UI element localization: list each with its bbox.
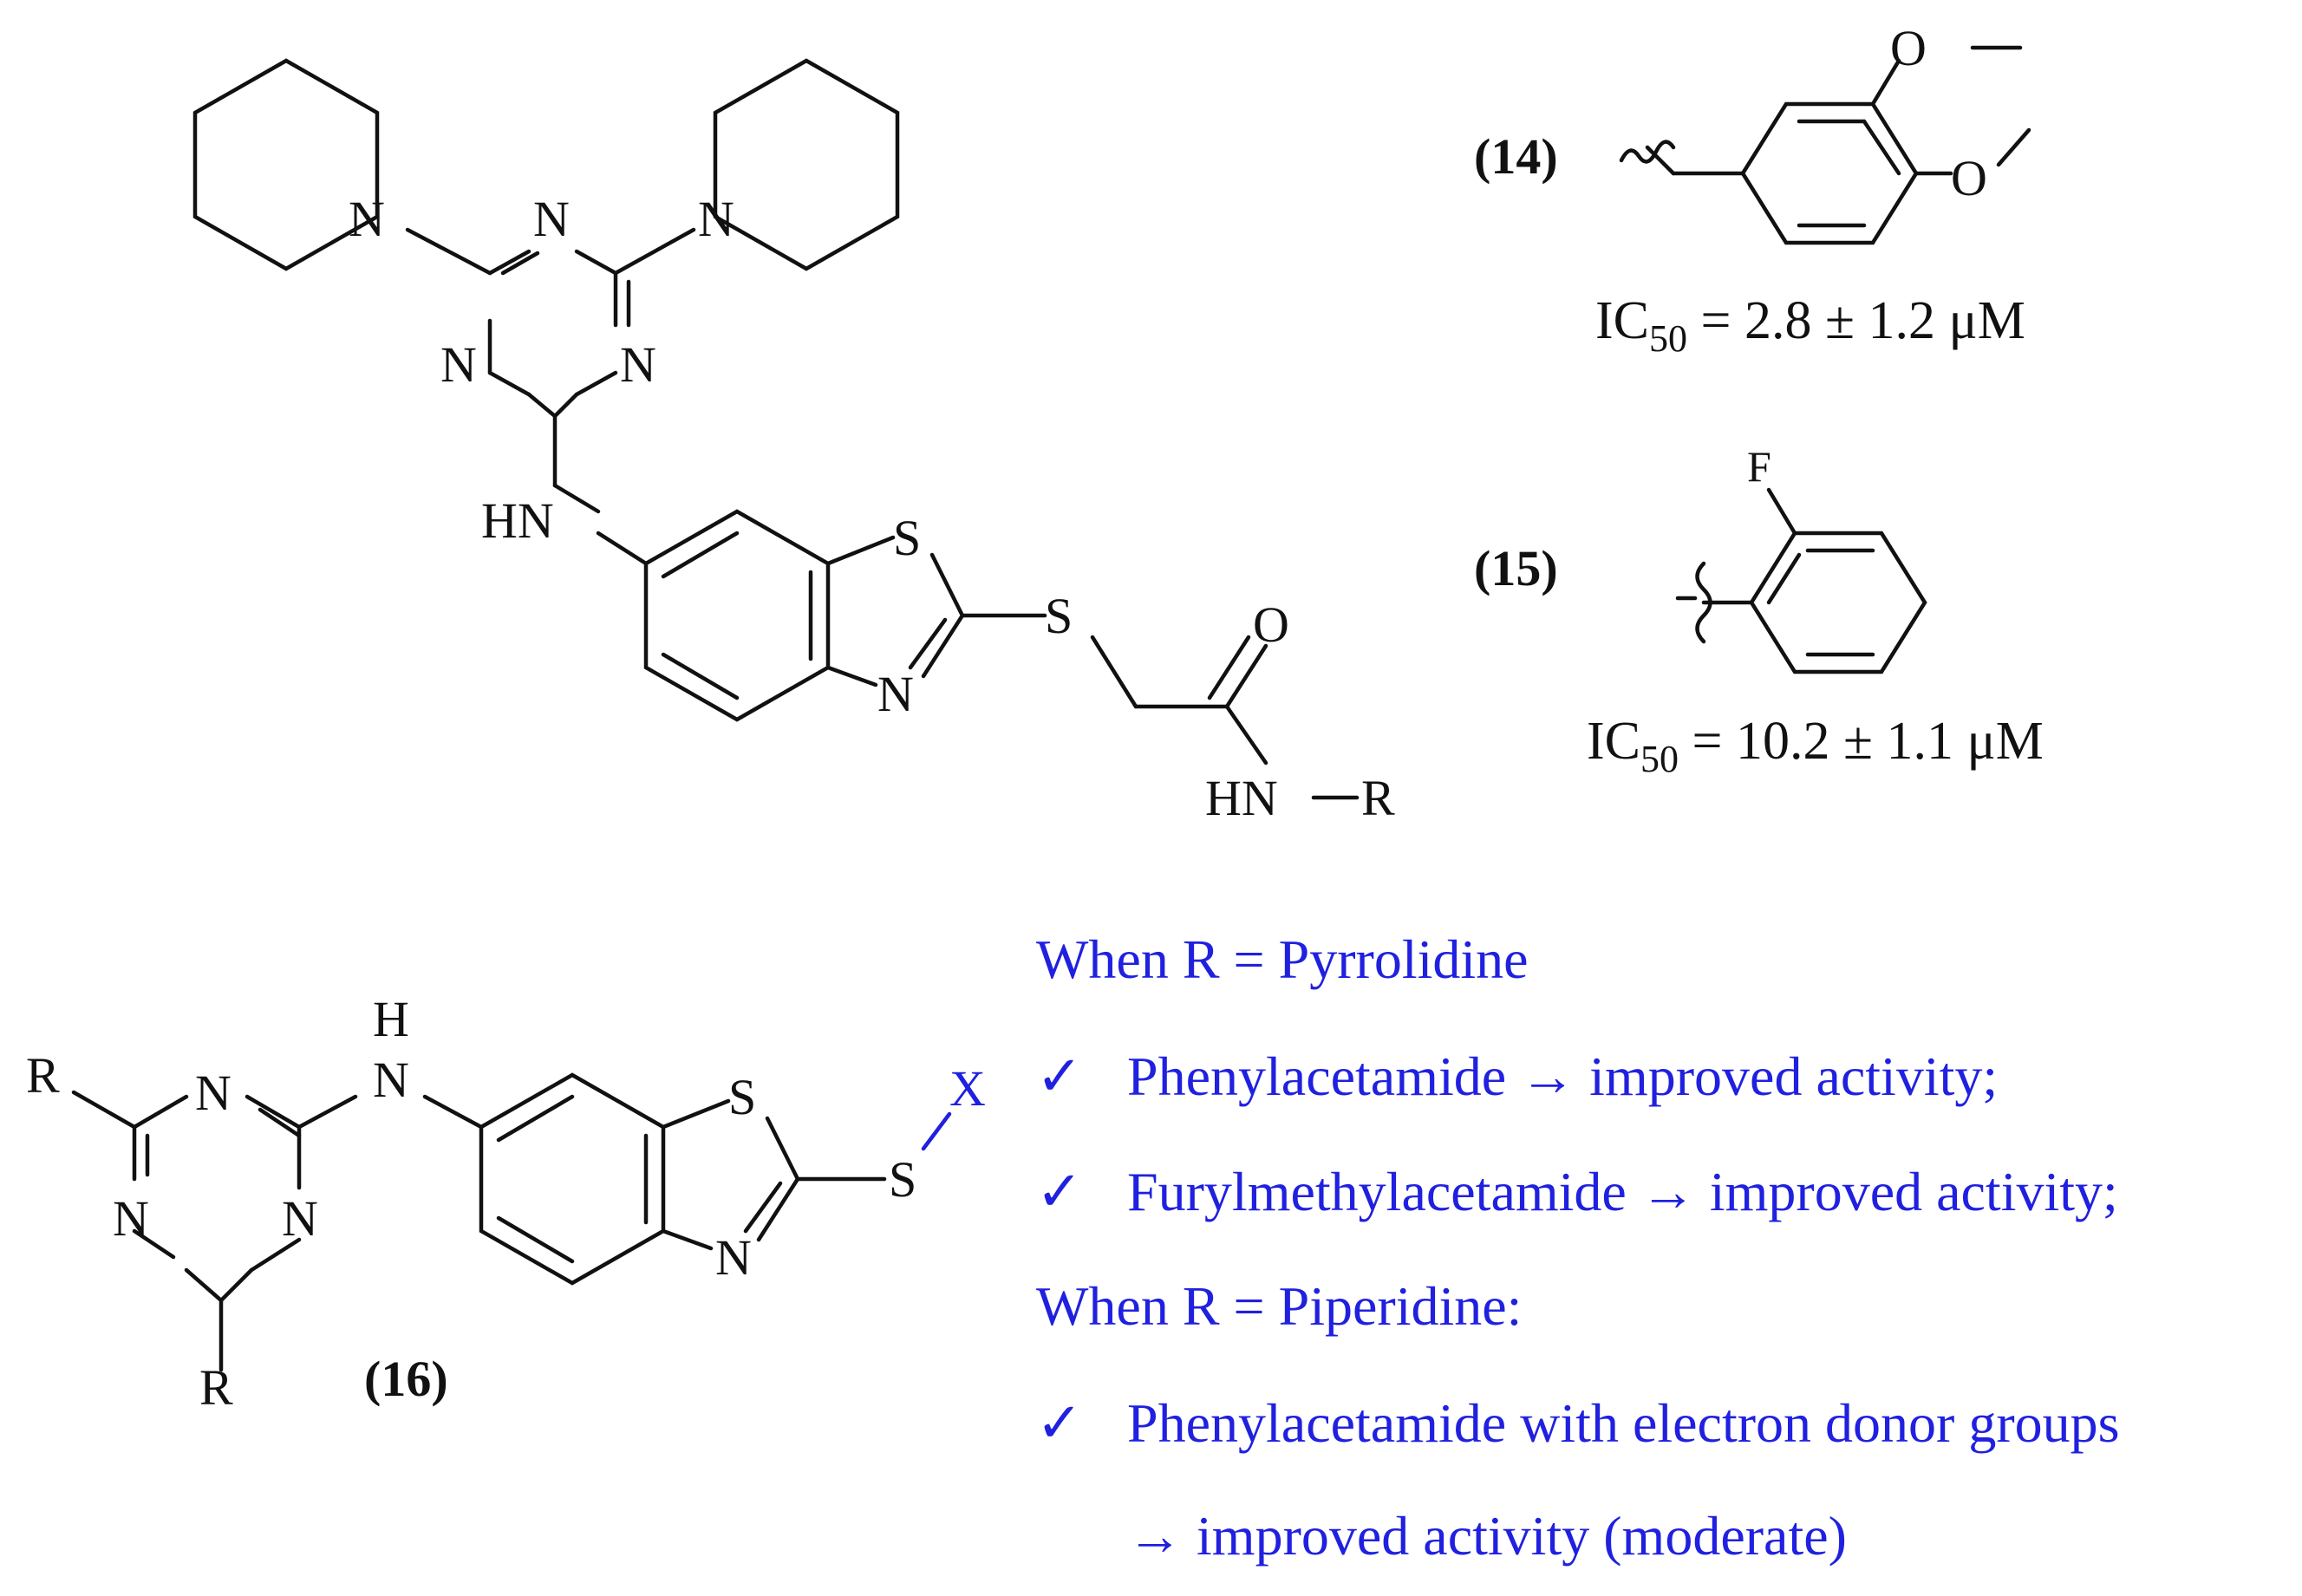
x-linker-bond — [921, 1111, 952, 1151]
check-icon: ✓ — [1036, 1046, 1083, 1107]
compound-16-structure — [71, 1072, 887, 1372]
atom-hn-linker: HN — [481, 492, 554, 549]
check-icon: ✓ — [1036, 1161, 1083, 1222]
note-piperidine-heading: When R = Piperidine: — [1036, 1275, 1523, 1337]
atom-n-right-piperidine: N — [698, 191, 734, 247]
atom-n-left-piperidine: N — [349, 191, 385, 247]
atom-hn-amide: HN — [1205, 770, 1278, 826]
benzothiazole-benzene — [643, 509, 831, 722]
atom-s-thiazole: S — [893, 510, 921, 566]
atom-n-16-thiazole: N — [715, 1229, 752, 1286]
atom-s-16-thiazole: S — [728, 1069, 756, 1125]
left-piperidine-ring — [192, 58, 380, 271]
atom-o-methoxy-1: O — [1890, 20, 1927, 76]
right-piperidine-ring — [713, 58, 900, 271]
compound-15-structure — [1675, 487, 1927, 674]
atom-s-linker: S — [1045, 588, 1073, 644]
atom-h-16: H — [373, 991, 409, 1047]
atom-n-triazine-top: N — [533, 191, 570, 247]
note-phenylacetamide: Phenylacetamide → improved activity; — [1127, 1046, 1999, 1107]
atom-n-16-right: N — [282, 1190, 318, 1247]
compound-15-label: (15) — [1474, 540, 1558, 596]
atom-x-variable: X — [949, 1060, 986, 1117]
atom-r-top: R — [26, 1047, 60, 1104]
atom-o-methoxy-2: O — [1951, 150, 1987, 206]
atom-n-triazine-right: N — [620, 336, 656, 393]
atom-n-16-top: N — [195, 1065, 232, 1121]
compound-14-structure — [1619, 45, 2031, 245]
attachment-wavy-icon — [1619, 140, 1676, 164]
atom-s-16-linker: S — [889, 1151, 916, 1208]
note-electron-donor: Phenylacetamide with electron donor grou… — [1127, 1392, 2120, 1454]
atom-n-thiazole: N — [877, 666, 914, 722]
note-pyrrolidine-heading: When R = Pyrrolidine — [1036, 928, 1529, 990]
compound-16-label: (16) — [364, 1351, 448, 1407]
atom-f-fluoro: F — [1747, 442, 1771, 491]
atom-n-16-left: N — [113, 1190, 149, 1247]
atom-n-triazine-left: N — [440, 336, 477, 393]
compound-15-ic50: IC50 = 10.2 ± 1.1 μM — [1587, 712, 2044, 780]
note-furylmethylacetamide: Furylmethylacetamide → improved activity… — [1127, 1161, 2118, 1222]
note-moderate-activity: → improved activity (moderate) — [1127, 1505, 1847, 1567]
atom-o-carbonyl: O — [1253, 596, 1289, 653]
atom-r-amide: R — [1361, 770, 1395, 826]
compound-14-label: (14) — [1474, 128, 1558, 185]
atom-n-16-linker: N — [373, 1052, 409, 1108]
compound-14-ic50: IC50 = 2.8 ± 1.2 μM — [1595, 291, 2025, 360]
atom-r-bottom: R — [199, 1359, 233, 1416]
check-icon: ✓ — [1036, 1392, 1083, 1454]
main-molecule — [192, 58, 1360, 800]
